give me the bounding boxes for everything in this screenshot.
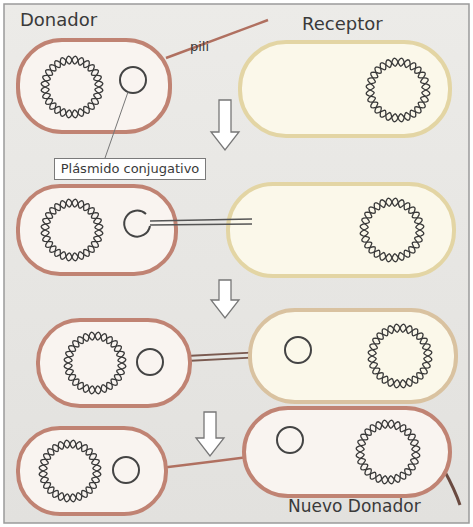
recipient-cell xyxy=(240,42,450,136)
chromosome-strand xyxy=(64,332,126,394)
donor-cell xyxy=(18,428,166,514)
callout-text: Plásmido conjugativo xyxy=(61,161,200,177)
frame xyxy=(4,4,469,523)
label-text: Nuevo Donador xyxy=(288,497,421,517)
donor-cell xyxy=(18,186,176,274)
step-arrow xyxy=(211,280,239,318)
chromosome-strand xyxy=(368,324,432,388)
plasmid xyxy=(277,427,303,453)
recipient-cell xyxy=(228,184,454,276)
donor-cell xyxy=(18,40,170,132)
chromosome-strand xyxy=(368,324,432,388)
pilus xyxy=(166,20,268,58)
chromosome-strand xyxy=(39,440,101,502)
chromosome-strand xyxy=(366,58,430,122)
label-text: Donador xyxy=(20,10,97,31)
chromosome-strand xyxy=(41,56,103,118)
chromosome-strand xyxy=(41,199,103,261)
pilus xyxy=(160,456,256,468)
recipient-cell xyxy=(250,310,456,402)
chromosome-strand xyxy=(41,56,103,118)
plasmid xyxy=(120,67,146,93)
label-text: Receptor xyxy=(302,14,383,35)
plasmid xyxy=(285,337,311,363)
chromosome-strand xyxy=(356,420,420,484)
step-arrow xyxy=(196,412,224,456)
chromosome-strand xyxy=(366,58,430,122)
chromosome-strand xyxy=(360,198,424,262)
callout-box: Plásmido conjugativo xyxy=(54,158,207,180)
new-donor-cell xyxy=(244,408,450,496)
plasmid xyxy=(137,349,163,375)
chromosome-strand xyxy=(39,440,101,502)
plasmid xyxy=(124,211,150,237)
chromosome-strand xyxy=(356,420,420,484)
step-arrow xyxy=(211,100,239,150)
chromosome-strand xyxy=(64,332,126,394)
chromosome-strand xyxy=(360,198,424,262)
pilus xyxy=(444,470,460,505)
plasmid xyxy=(113,457,139,483)
donor-cell xyxy=(38,320,190,406)
pilus-bridge xyxy=(150,219,252,225)
chromosome-strand xyxy=(41,199,103,261)
leader-line xyxy=(105,92,128,158)
pili-label: pili xyxy=(190,40,209,55)
